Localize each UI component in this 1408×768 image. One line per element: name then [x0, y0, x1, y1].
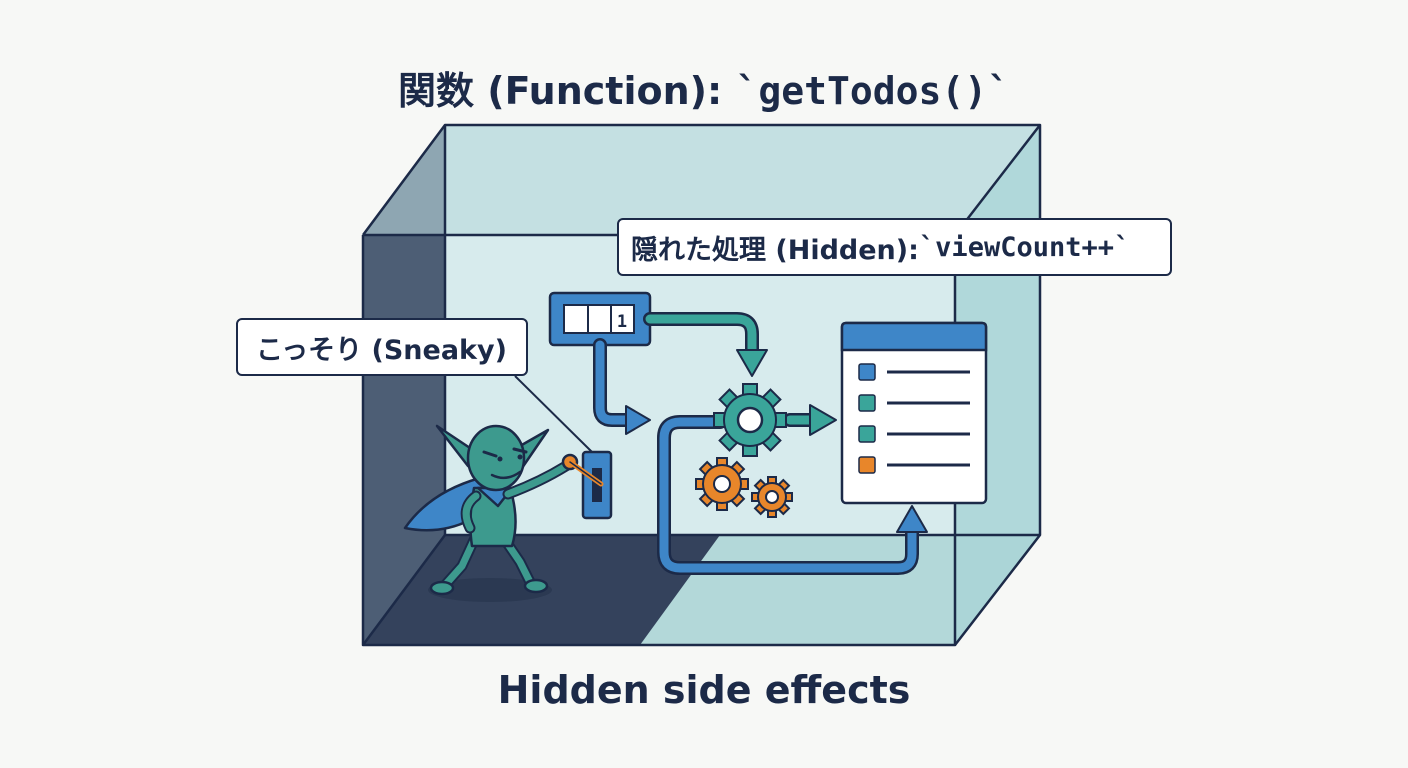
hidden-process-callout: 隠れた処理 (Hidden): `viewCount++`: [617, 218, 1172, 276]
diagram-caption: Hidden side effects: [497, 668, 911, 712]
function-title-code: `getTodos()`: [735, 69, 1010, 113]
gear-icon-orange-small: [751, 476, 793, 518]
todo-item-3: [858, 425, 970, 443]
todo-list-window: [840, 321, 988, 505]
sneaky-goblin: [403, 424, 604, 602]
todo-item-1: [858, 363, 970, 381]
counter-digit: 1: [617, 312, 627, 332]
sneaky-label: こっそり (Sneaky): [256, 334, 507, 366]
todo-item-2: [858, 394, 970, 412]
gear-icon-main: [713, 383, 787, 457]
hidden-process-code: `viewCount++`: [918, 231, 1131, 263]
function-title: 関数 (Function): `getTodos()`: [0, 60, 1408, 115]
function-title-label: 関数 (Function):: [398, 69, 736, 113]
flow-arrows: [593, 312, 928, 575]
hidden-process-label: 隠れた処理 (Hidden):: [631, 234, 919, 266]
box-ceiling: [363, 125, 1040, 235]
counter-device: 1: [548, 291, 652, 347]
sneaky-callout: こっそり (Sneaky): [236, 318, 528, 376]
sneaky-pointer-line: [514, 375, 593, 453]
wall-switch: [581, 450, 613, 520]
gear-icon-orange-large: [695, 457, 749, 511]
todo-item-4: [858, 456, 970, 474]
